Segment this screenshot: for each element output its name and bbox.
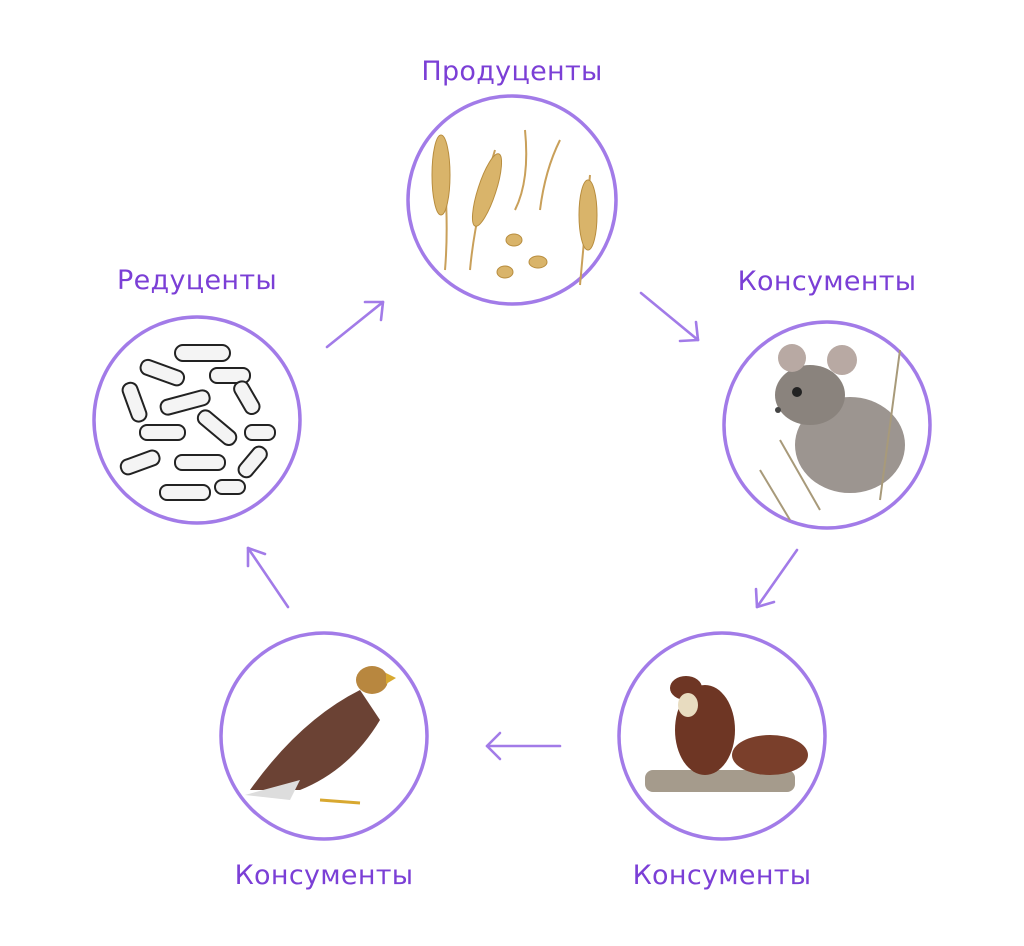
label-consumer-marten: Консументы <box>632 860 812 891</box>
label-consumer-eagle: Консументы <box>234 860 414 891</box>
consumer-marten-circle <box>617 631 827 841</box>
bacteria-icon <box>119 344 276 501</box>
arrow-consumer3-to-consumer4 <box>485 731 562 761</box>
arrow-consumer4-to-decomposers <box>246 546 290 609</box>
consumer-mouse-circle <box>722 320 932 530</box>
decomposers-circle <box>92 315 302 525</box>
label-producers: Продуценты <box>421 56 603 87</box>
arrow-consumer1-to-consumer2 <box>639 291 700 343</box>
label-decomposers: Редуценты <box>117 265 277 296</box>
consumer-eagle-circle <box>219 631 429 841</box>
arrow-producers-to-consumer1 <box>325 300 385 349</box>
marten-icon <box>645 676 808 792</box>
producers-circle <box>406 94 618 306</box>
label-consumer-mouse: Консументы <box>737 266 917 297</box>
wheat-icon <box>431 129 598 286</box>
mouse-icon <box>759 344 905 521</box>
eagle-icon <box>245 666 396 805</box>
arrow-consumer2-to-consumer3 <box>754 548 799 609</box>
